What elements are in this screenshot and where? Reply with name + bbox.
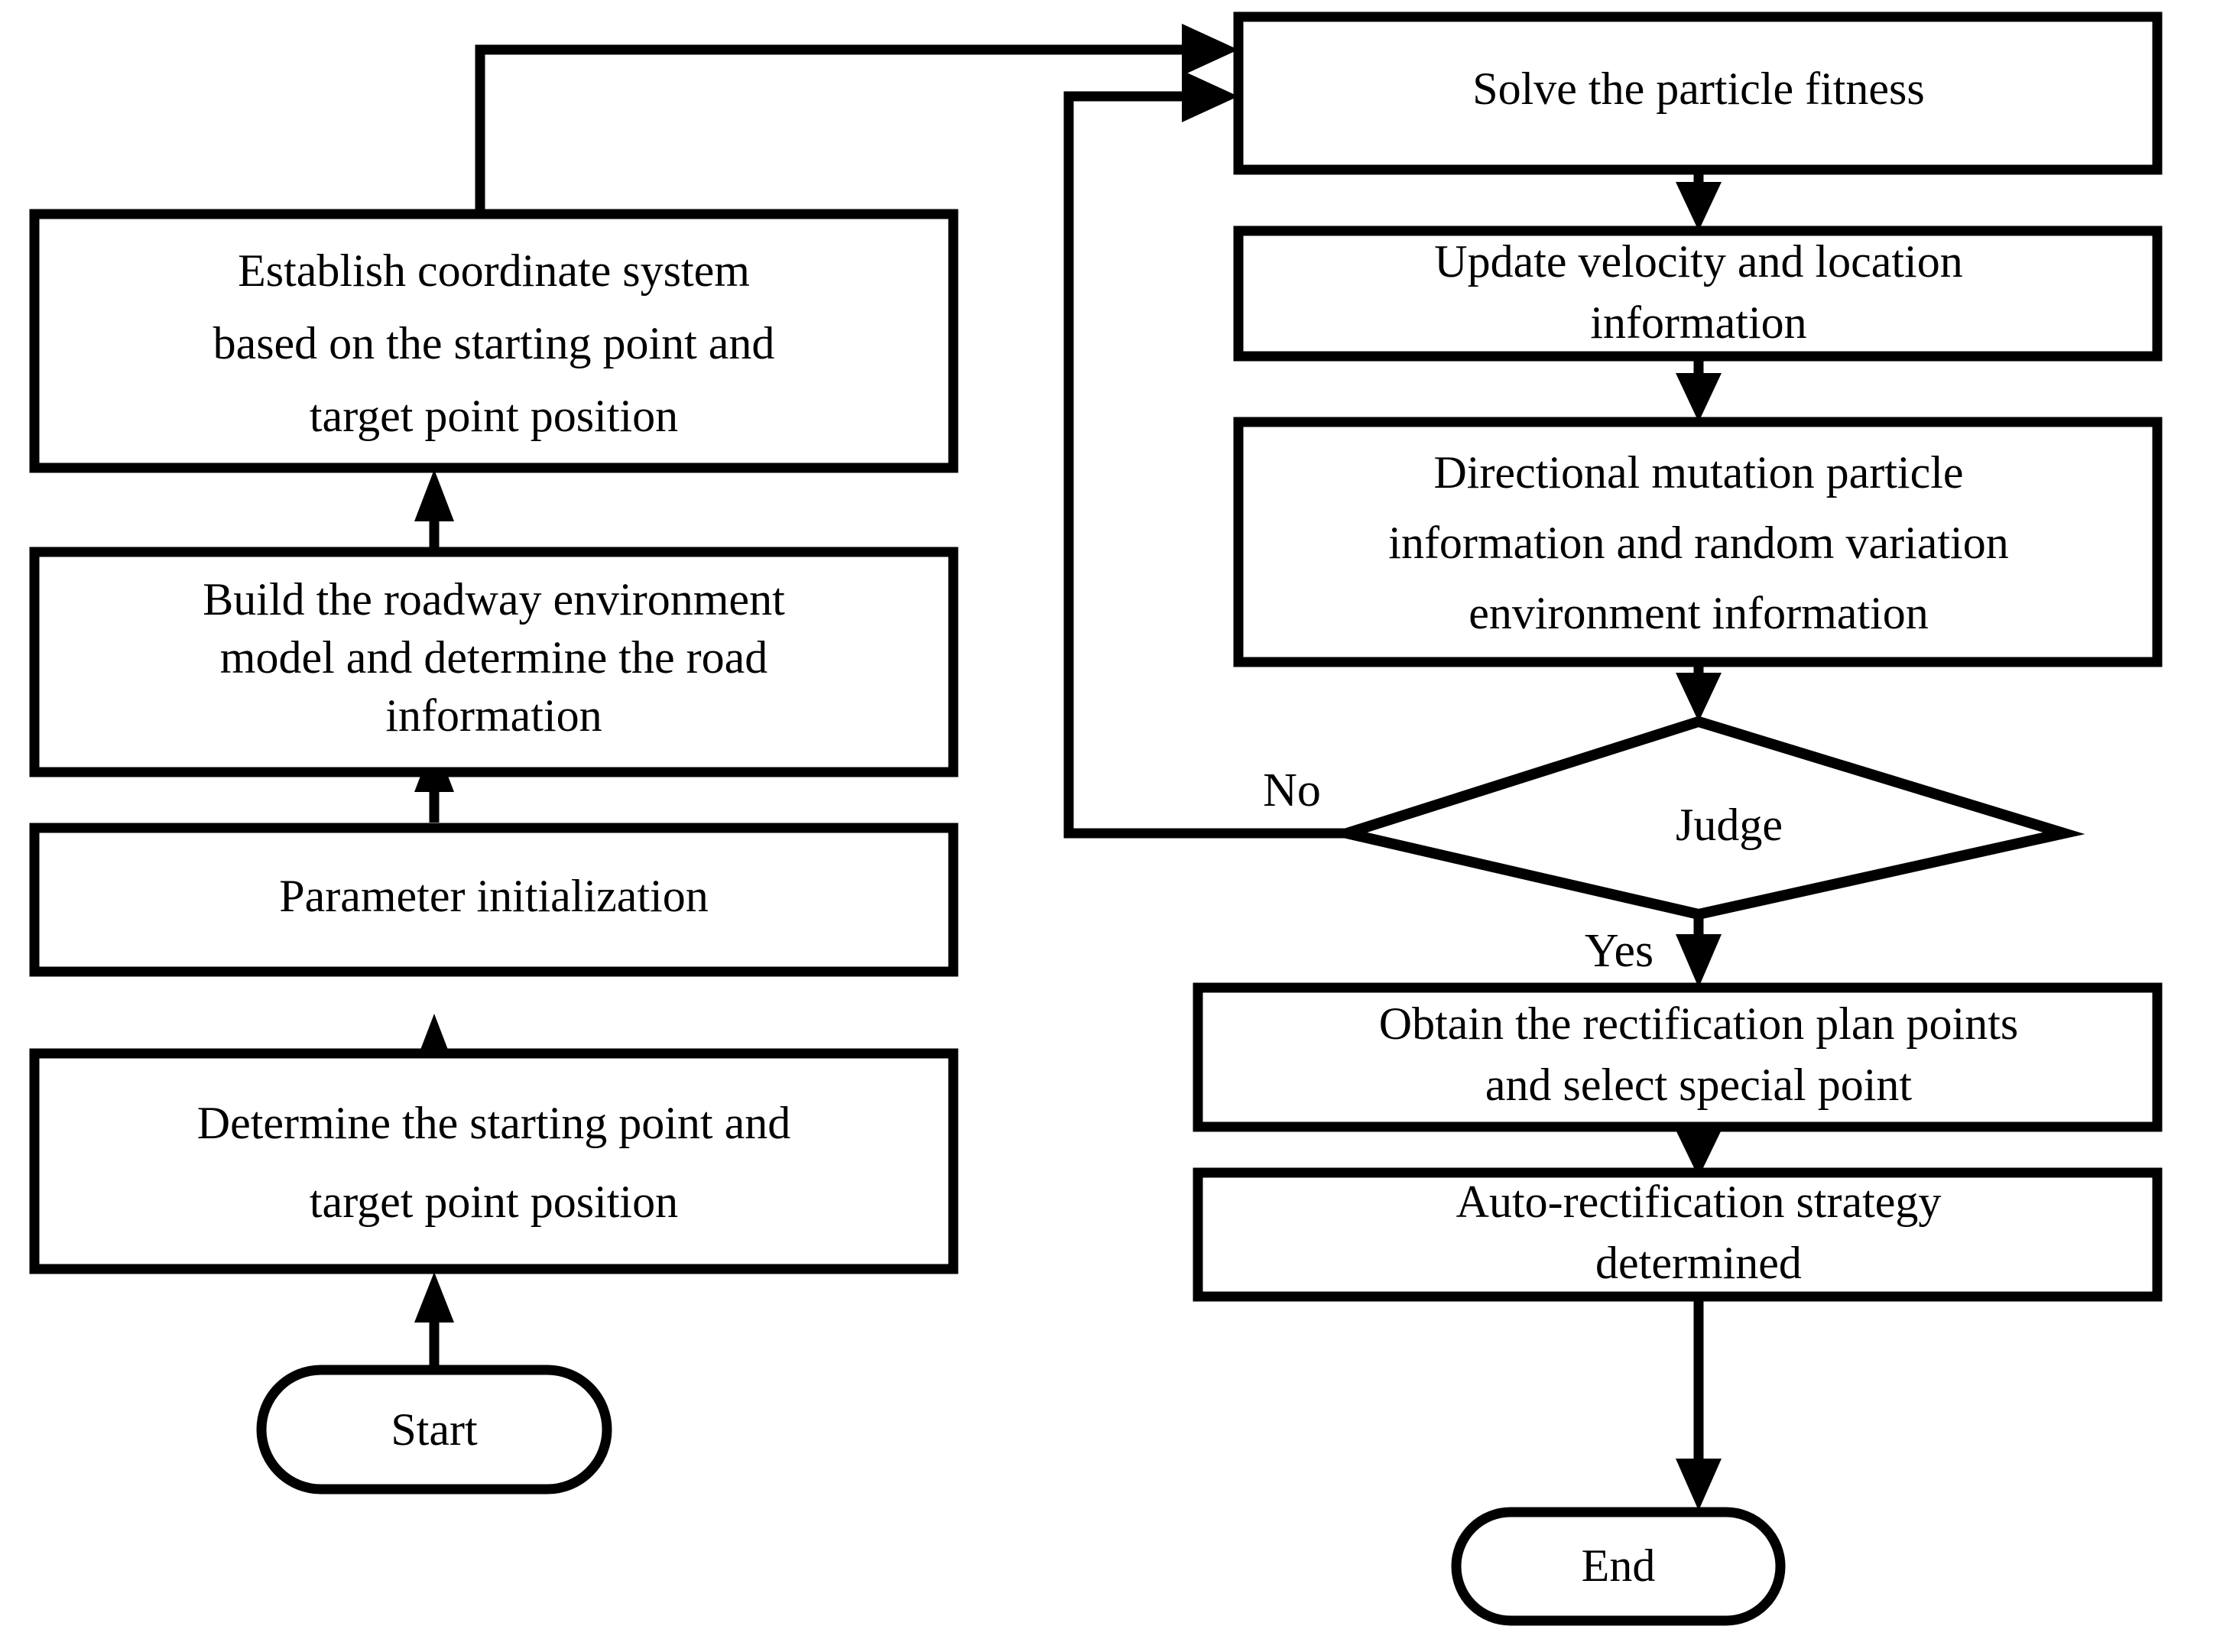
directional-mutation-line2: information and random variation [1388,518,2008,568]
start-label: Start [391,1404,478,1455]
edge-update-to-mutation [1676,356,1722,422]
edge-judge-yes-to-obtain [1676,914,1722,988]
parameter-init-shape [29,823,959,977]
edge-auto-to-end [1676,1296,1722,1511]
build-model-shape [29,547,959,777]
establish-coord-shape [29,209,959,473]
update-velocity-line2: information [1590,297,1806,348]
node-parameter-init[interactable]: Parameter initialization [29,823,959,977]
end-terminator-shape [1451,1507,1786,1626]
edge-label-no: No [1263,764,1321,816]
edge-solve-to-update [1676,170,1722,231]
judge-diamond-shape [1326,716,2085,920]
solve-fitness-line1: Solve the particle fitness [1472,63,1925,114]
determine-points-line1: Determine the starting point and [197,1098,790,1148]
parameter-init-line1: Parameter initialization [279,871,708,921]
determine-points-shape [29,1048,959,1274]
node-update-velocity[interactable]: Update velocity and location information [1233,226,2163,362]
edge-establish-to-solve [475,24,1238,214]
establish-coord-line2: based on the starting point and [213,318,775,368]
end-label: End [1582,1540,1656,1591]
directional-mutation-shape [1233,417,2163,667]
node-directional-mutation[interactable]: Directional mutation particle informatio… [1233,417,2163,667]
update-velocity-line1: Update velocity and location [1434,236,1962,287]
node-auto-rectification[interactable]: Auto-rectification strategy determined [1193,1167,2163,1302]
node-determine-points[interactable]: Determine the starting point and target … [29,1048,959,1274]
build-model-line3: information [385,690,602,741]
judge-label: Judge [1676,800,1783,850]
auto-rectification-line1: Auto-rectification strategy [1456,1177,1942,1227]
directional-mutation-line1: Directional mutation particle [1433,447,1963,498]
edge-build-to-establish [414,469,454,552]
node-build-model[interactable]: Build the roadway environment model and … [29,547,959,777]
node-end[interactable]: End [1451,1507,1786,1626]
edge-mutation-to-judge [1676,662,1722,722]
node-establish-coord[interactable]: Establish coordinate system based on the… [29,209,959,473]
start-terminator-shape [256,1365,612,1495]
node-judge[interactable]: Judge [1326,716,2085,920]
edge-start-to-determine [414,1272,454,1370]
obtain-points-shape [1193,982,2163,1132]
determine-points-line2: target point position [310,1177,678,1227]
edge-judge-no-to-solve [1063,70,1347,839]
solve-fitness-shape [1233,11,2163,175]
node-start[interactable]: Start [256,1365,612,1495]
build-model-line2: model and determine the road [220,632,768,683]
obtain-points-line2: and select special point [1485,1060,1912,1110]
establish-coord-line3: target point position [310,391,678,441]
directional-mutation-line3: environment information [1468,588,1929,638]
build-model-line1: Build the roadway environment [203,574,785,625]
obtain-points-line1: Obtain the rectification plan points [1379,998,2018,1049]
node-obtain-points[interactable]: Obtain the rectification plan points and… [1193,982,2163,1132]
establish-coord-line1: Establish coordinate system [238,245,750,296]
edge-label-yes: Yes [1585,925,1653,977]
node-solve-fitness[interactable]: Solve the particle fitness [1233,11,2163,175]
auto-rectification-line2: determined [1595,1238,1802,1288]
update-velocity-shape [1233,226,2163,362]
auto-rectification-shape [1193,1167,2163,1302]
